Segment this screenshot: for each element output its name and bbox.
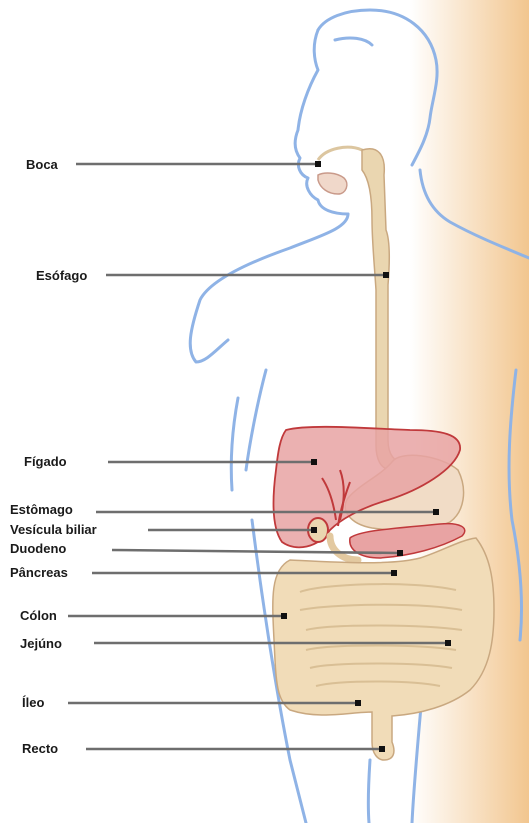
label-jejuno: Jejúno (20, 636, 62, 651)
label-ileo: Íleo (22, 695, 44, 710)
endpoint-ileo (355, 700, 361, 706)
label-recto: Recto (22, 741, 58, 756)
endpoint-colon (281, 613, 287, 619)
label-colon: Cólon (20, 608, 57, 623)
endpoint-esofago (383, 272, 389, 278)
endpoint-estomago (433, 509, 439, 515)
label-figado: Fígado (24, 454, 67, 469)
endpoint-pancreas (391, 570, 397, 576)
endpoint-vesicula (311, 527, 317, 533)
label-boca: Boca (26, 157, 58, 172)
endpoint-recto (379, 746, 385, 752)
label-vesicula: Vesícula biliar (10, 522, 97, 537)
endpoint-boca (315, 161, 321, 167)
endpoint-duodeno (397, 550, 403, 556)
endpoint-figado (311, 459, 317, 465)
endpoint-jejuno (445, 640, 451, 646)
label-esofago: Esófago (36, 268, 87, 283)
label-pancreas: Pâncreas (10, 565, 68, 580)
esophagus-organ (362, 149, 402, 470)
label-duodeno: Duodeno (10, 541, 66, 556)
label-estomago: Estômago (10, 502, 73, 517)
